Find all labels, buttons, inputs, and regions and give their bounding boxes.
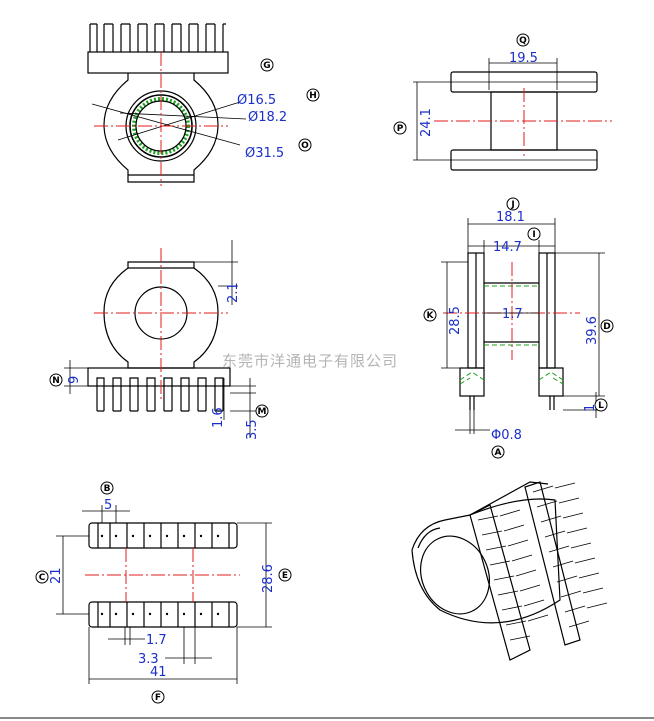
callout-A: A (491, 445, 505, 459)
dim-3-5: 3.5 (245, 419, 260, 440)
callout-H: H (306, 88, 320, 102)
callout-Q: Q (516, 33, 530, 47)
svg-text:F: F (155, 693, 161, 703)
company-watermark: 东莞市洋通电子有限公司 (222, 352, 398, 370)
callout-J: J (506, 197, 520, 211)
svg-text:H: H (309, 91, 317, 101)
dim-39-6: 39.6 (585, 316, 600, 345)
callout-C: C (35, 570, 49, 584)
svg-text:N: N (52, 376, 60, 386)
svg-text:P: P (397, 124, 404, 134)
dim-24-1: 24.1 (419, 108, 434, 137)
callout-P: P (393, 121, 407, 135)
pin-footprint-view (56, 505, 272, 684)
svg-text:E: E (282, 571, 288, 581)
svg-text:B: B (104, 484, 111, 494)
callout-O: O (298, 138, 312, 152)
dim-19-5: 19.5 (509, 51, 538, 66)
dim-2-1: 2.1 (226, 282, 241, 303)
dim-5: 5 (104, 498, 112, 513)
dim-1-7-section: 1.7 (502, 307, 523, 322)
callout-K: K (423, 308, 437, 322)
svg-text:G: G (263, 61, 270, 71)
dim-1-7-footprint: 1.7 (146, 633, 167, 648)
dim-41: 41 (150, 665, 167, 680)
callout-N: N (49, 373, 63, 387)
callout-G: G (260, 58, 274, 72)
dim-18-1: 18.1 (496, 210, 525, 225)
callout-F: F (151, 690, 165, 704)
end-view-bottom (64, 240, 256, 438)
callout-E: E (278, 568, 292, 582)
dim-14-7: 14.7 (493, 240, 522, 255)
dim-diameter-31-5: Ø31.5 (245, 146, 284, 161)
callout-B: B (100, 481, 114, 495)
svg-text:D: D (603, 322, 610, 332)
svg-text:L: L (598, 401, 604, 411)
svg-text:A: A (495, 448, 502, 458)
dim-diameter-16-5: Ø16.5 (237, 93, 276, 108)
callout-D: D (600, 319, 614, 333)
section-view (441, 218, 605, 434)
svg-text:Q: Q (519, 36, 527, 46)
svg-text:K: K (427, 311, 435, 321)
dim-diameter-18-2: Ø18.2 (248, 110, 287, 125)
dim-28-5: 28.5 (448, 306, 463, 335)
side-view-top (413, 58, 612, 171)
end-view-top (87, 23, 247, 186)
dim-1: 1 (583, 404, 598, 412)
isometric-view (411, 481, 608, 661)
svg-text:J: J (510, 200, 514, 210)
dim-21: 21 (49, 567, 64, 584)
dim-1-6: 1.6 (211, 407, 226, 428)
callout-L: L (594, 398, 608, 412)
svg-text:O: O (301, 141, 309, 151)
callout-M: M (255, 404, 269, 418)
svg-text:M: M (258, 407, 267, 417)
callout-I: I (527, 227, 541, 241)
svg-text:C: C (39, 573, 46, 583)
dim-phi-0-8: Φ0.8 (491, 428, 522, 443)
svg-text:I: I (532, 230, 535, 240)
dim-28-6: 28.6 (261, 564, 276, 593)
dim-9: 9 (67, 376, 82, 384)
dim-3-3: 3.3 (138, 652, 159, 667)
